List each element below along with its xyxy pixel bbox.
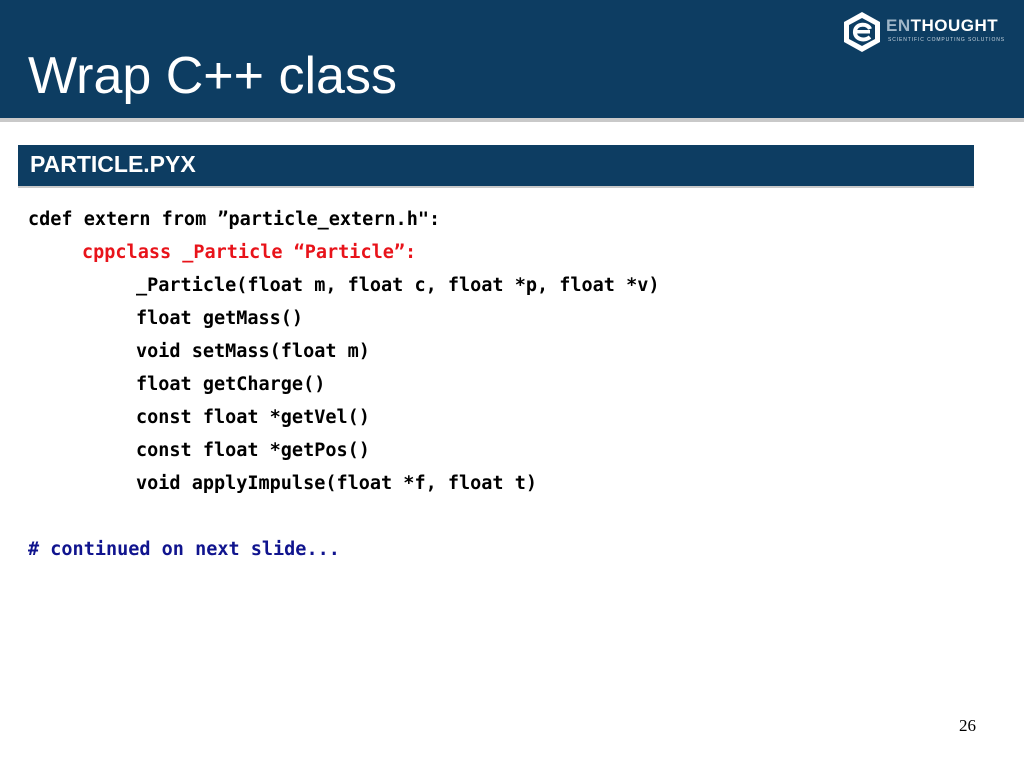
enthought-e-logo-icon <box>844 12 880 52</box>
page-number: 26 <box>959 716 976 735</box>
slide-title: Wrap C++ class <box>28 47 397 105</box>
code-line: void applyImpulse(float *f, float t) <box>136 473 537 494</box>
logo-tagline: SCIENTIFIC COMPUTING SOLUTIONS <box>888 37 1006 43</box>
code-line: float getCharge() <box>136 374 326 395</box>
section-title: PARTICLE.PYX <box>30 151 196 177</box>
code-line: void setMass(float m) <box>136 341 370 362</box>
code-block: cdef extern from ”particle_extern.h": cp… <box>28 203 659 566</box>
code-line: const float *getPos() <box>136 440 370 461</box>
code-blank-line <box>28 500 659 533</box>
code-line: const float *getVel() <box>136 407 370 428</box>
code-line: cppclass _Particle “Particle”: <box>82 242 417 263</box>
code-line: _Particle(float m, float c, float *p, fl… <box>136 275 660 296</box>
code-line: float getMass() <box>136 308 304 329</box>
logo-wordmark-prefix: EN <box>886 16 911 35</box>
code-line: cdef extern from ”particle_extern.h": <box>28 209 441 230</box>
code-comment-line: # continued on next slide... <box>28 539 340 560</box>
section-bar: PARTICLE.PYX <box>18 145 974 188</box>
slide-header: Wrap C++ class ENTHOUGHT SCIENTIFIC COMP… <box>0 0 1024 122</box>
enthought-logo: ENTHOUGHT SCIENTIFIC COMPUTING SOLUTIONS <box>842 10 1014 54</box>
logo-wordmark-suffix: THOUGHT <box>910 16 999 35</box>
logo-wordmark: ENTHOUGHT <box>886 16 998 36</box>
